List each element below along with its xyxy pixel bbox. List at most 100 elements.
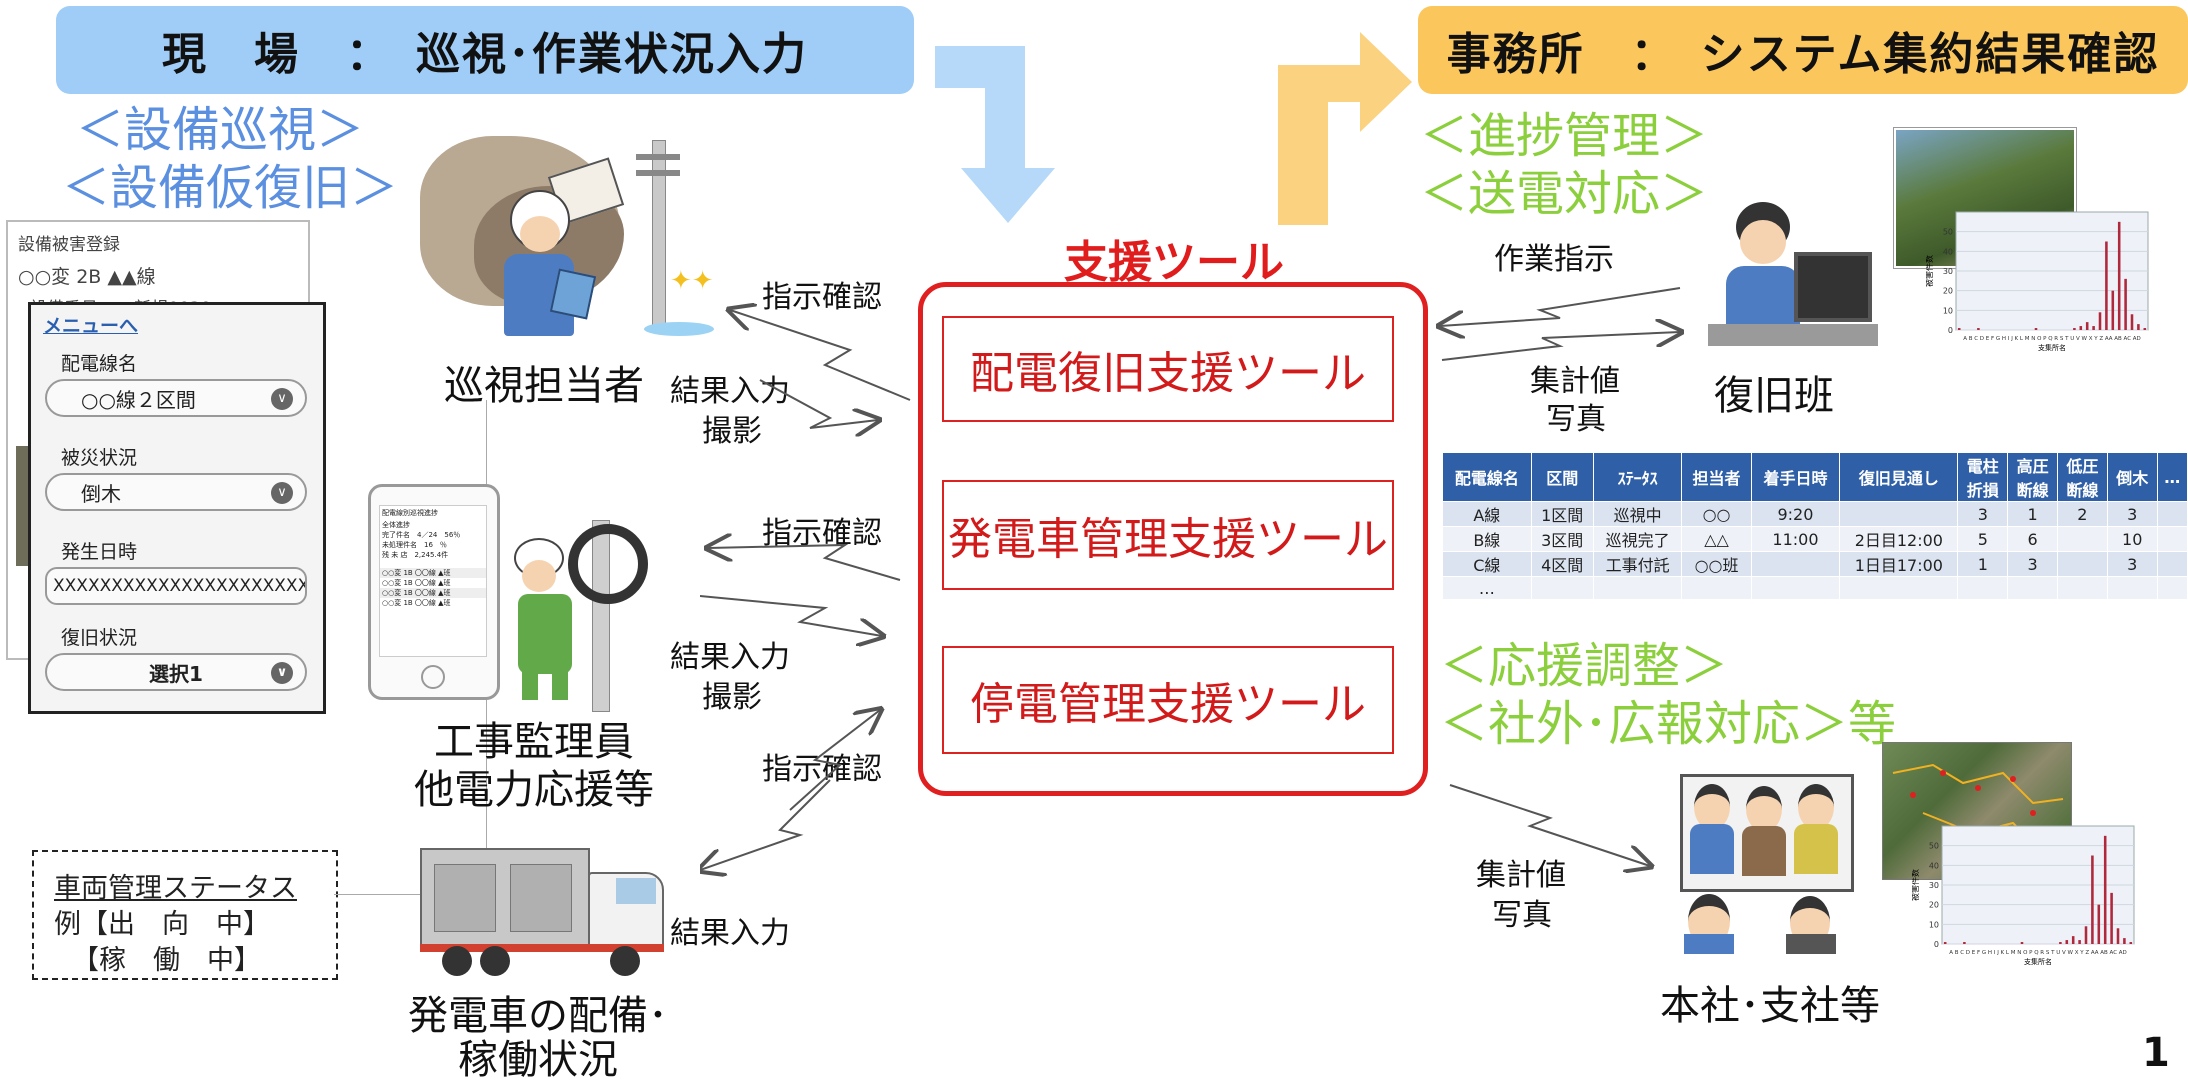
recovery-team-illustration bbox=[1708, 196, 1878, 356]
table-header-cell: 復旧見通し bbox=[1839, 452, 1959, 502]
table-header-cell: 低圧断線 bbox=[2057, 452, 2108, 502]
phone-title: 配電線別巡視進捗 bbox=[382, 509, 438, 517]
table-cell: ○○ bbox=[1681, 501, 1752, 527]
table-cell bbox=[1592, 576, 1683, 600]
bar bbox=[2079, 326, 2083, 330]
role-head-office: 本社･支社等 bbox=[1660, 983, 1880, 1029]
table-cell: 巡視中 bbox=[1592, 501, 1683, 527]
head-office-illustration bbox=[1680, 774, 1854, 954]
down-arrow-icon bbox=[935, 46, 1055, 223]
role-recovery-team: 復旧班 bbox=[1714, 373, 1834, 419]
tool-distribution-recovery[interactable]: 配電復旧支援ツール bbox=[942, 316, 1394, 422]
label-aggregate: 写真 bbox=[1546, 402, 1606, 437]
bar bbox=[2111, 290, 2115, 330]
table-row: … bbox=[1442, 576, 2188, 600]
bar bbox=[1957, 328, 1961, 330]
role-supervisor: 他電力応援等 bbox=[414, 767, 654, 813]
office-banner: 事務所 ： システム集約結果確認 bbox=[1418, 6, 2188, 94]
bar bbox=[2143, 328, 2147, 330]
form-line: ○○変 2B ▲▲線 bbox=[18, 266, 156, 288]
bar bbox=[2097, 904, 2101, 944]
damage-status-value: 倒木 bbox=[81, 481, 121, 506]
table-header-cell: 着手日時 bbox=[1750, 452, 1841, 502]
arrow-line bbox=[1441, 332, 1680, 361]
table-cell: 9:20 bbox=[1750, 501, 1841, 527]
table-header-cell: 電柱折損 bbox=[1957, 452, 2009, 502]
bar bbox=[2098, 312, 2102, 330]
table-cell: 3 bbox=[2106, 551, 2158, 577]
table-cell: 1区間 bbox=[1530, 501, 1594, 527]
bar bbox=[2091, 855, 2094, 944]
bar bbox=[2084, 926, 2088, 944]
role-supervisor: 工事監理員 bbox=[434, 719, 634, 765]
bar bbox=[1943, 942, 1947, 944]
table-cell: 4区間 bbox=[1530, 551, 1594, 577]
bar bbox=[2124, 278, 2127, 330]
tool-generator-vehicle[interactable]: 発電車管理支援ツール bbox=[942, 480, 1394, 590]
table-cell bbox=[2057, 526, 2108, 552]
menu-link[interactable]: メニューへ bbox=[43, 315, 139, 337]
bar bbox=[2123, 938, 2126, 944]
role-generator: 稼働状況 bbox=[458, 1037, 618, 1083]
occurred-at-input[interactable]: XXXXXXXXXXXXXXXXXXXXXXXX bbox=[45, 567, 307, 605]
bar bbox=[2137, 324, 2140, 330]
table-cell: 2 bbox=[2057, 501, 2108, 527]
vehicle-status-line: 【稼 働 中】 bbox=[72, 945, 261, 976]
damage-status-select[interactable]: 倒木 ∨ bbox=[45, 473, 307, 511]
arrow-line bbox=[700, 595, 882, 636]
bar bbox=[2129, 942, 2133, 944]
recovery-status-select[interactable]: 選択1 ∨ bbox=[45, 653, 307, 691]
damage-status-label: 被災状況 bbox=[61, 447, 138, 469]
vehicle-status-line: 例【出 向 中】 bbox=[54, 909, 270, 940]
role-generator: 発電車の配備･ bbox=[408, 993, 668, 1039]
table-cell: 2日目12:00 bbox=[1839, 526, 1959, 552]
tool-outage-management[interactable]: 停電管理支援ツール bbox=[942, 646, 1394, 754]
recovery-status-value: 選択1 bbox=[149, 661, 203, 686]
status-table: 配電線名区間ｽﾃｰﾀｽ担当者着手日時復旧見通し電柱折損高圧断線低圧断線倒木… A… bbox=[1442, 452, 2188, 600]
table-cell bbox=[2156, 551, 2188, 577]
table-cell: 10 bbox=[2106, 526, 2158, 552]
phone-table-row: ○○変 1B 〇〇線 ▲班 bbox=[382, 599, 451, 607]
y-tick-label: 20 bbox=[1929, 901, 1939, 910]
connector-line bbox=[334, 894, 494, 895]
arrow-line bbox=[759, 379, 878, 428]
label-result: 結果入力 bbox=[670, 916, 790, 951]
y-axis-label: 被害件数 bbox=[1926, 255, 1934, 287]
field-banner: 現 場 ： 巡視･作業状況入力 bbox=[56, 6, 914, 94]
table-header-cell: 倒木 bbox=[2106, 452, 2158, 502]
label-result: 結果入力 bbox=[670, 640, 790, 675]
label-result: 撮影 bbox=[702, 414, 762, 449]
table-header-cell: 区間 bbox=[1530, 452, 1594, 502]
table-cell: 3 bbox=[1957, 501, 2009, 527]
table-cell bbox=[2156, 576, 2188, 600]
bar bbox=[2116, 928, 2120, 944]
phone-table-row: ○○変 1B 〇〇線 ▲班 bbox=[382, 579, 451, 587]
table-cell bbox=[2057, 576, 2108, 600]
table-cell: 11:00 bbox=[1750, 526, 1841, 552]
x-tick-labels: A B C D E F G H I J K L M N O P Q R S T … bbox=[1963, 336, 2141, 342]
feeder-name-select[interactable]: ○○線２区間 ∨ bbox=[45, 379, 307, 417]
label-instruction: 指示確認 bbox=[762, 280, 882, 315]
phone-table-row: ○○変 1B 〇〇線 ▲班 bbox=[380, 588, 486, 598]
y-tick-label: 50 bbox=[1943, 228, 1953, 237]
table-cell: 1 bbox=[1957, 551, 2009, 577]
table-cell bbox=[1750, 576, 1841, 600]
feeder-name-value: ○○線２区間 bbox=[81, 387, 196, 412]
y-tick-label: 40 bbox=[1929, 861, 1939, 870]
bar bbox=[2085, 322, 2089, 330]
up-right-arrow-icon bbox=[1278, 32, 1412, 225]
table-cell: 1 bbox=[2007, 501, 2058, 527]
y-tick-label: 0 bbox=[1934, 940, 1939, 949]
table-cell: … bbox=[1442, 576, 1532, 600]
table-cell: 6 bbox=[2007, 526, 2058, 552]
table-cell: △△ bbox=[1681, 526, 1752, 552]
table-cell: 1日目17:00 bbox=[1839, 551, 1959, 577]
arrow-line bbox=[708, 545, 901, 581]
arrow-line bbox=[700, 779, 831, 870]
feeder-name-label: 配電線名 bbox=[61, 353, 138, 375]
label-aggregate: 写真 bbox=[1492, 898, 1552, 933]
y-tick-label: 50 bbox=[1929, 842, 1939, 851]
home-button-icon bbox=[421, 665, 445, 689]
